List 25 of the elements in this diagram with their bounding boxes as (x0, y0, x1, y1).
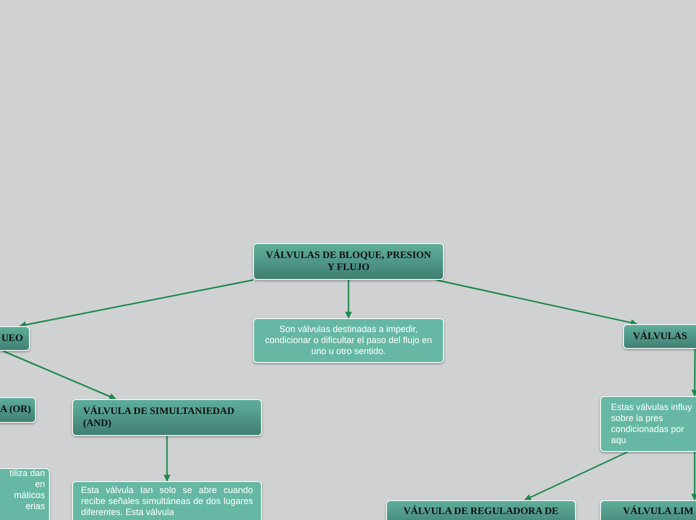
topic-title: VÁLVULAS DE BLOQUE, PRESION Y FLUJO (264, 250, 432, 274)
arrow (2, 350, 116, 400)
topic-box (72, 399, 262, 436)
topic-title: VÁLVULA LIM (623, 506, 694, 518)
topic-title: UEO (0, 332, 23, 344)
description-text: Son válvulas destinadas a impedir, condicionar o dificultar el paso del flujo en uno u otro sentido. (264, 324, 434, 357)
description-text: tiliza dan en máticos erias (8, 468, 45, 512)
description-box (600, 396, 696, 452)
arrow (691, 452, 696, 501)
arrow (345, 280, 352, 319)
topic-box (253, 243, 444, 280)
description-box (253, 318, 444, 363)
arrow (691, 349, 696, 397)
arrow (436, 279, 638, 326)
topic-title: VÁLVULAS (633, 330, 688, 342)
arrow (164, 436, 170, 482)
arrow (524, 451, 628, 501)
arrow (19, 279, 254, 328)
topic-title: A (OR) (0, 404, 31, 416)
topic-box (623, 324, 696, 349)
description-text: Esta válvula tan solo se abre cuando recibe señales simultáneas de dos lugares diferentes. Esta válvula (81, 484, 253, 518)
description-text: Estas válvulas influy sobre la pres condicionadas por aqu (611, 402, 694, 446)
description-box (72, 481, 262, 520)
topic-title: VÁLVULA DE REGULADORA DE (402, 506, 560, 518)
topic-title: VÁLVULA DE SIMULTANIEDAD (AND) (83, 406, 236, 430)
